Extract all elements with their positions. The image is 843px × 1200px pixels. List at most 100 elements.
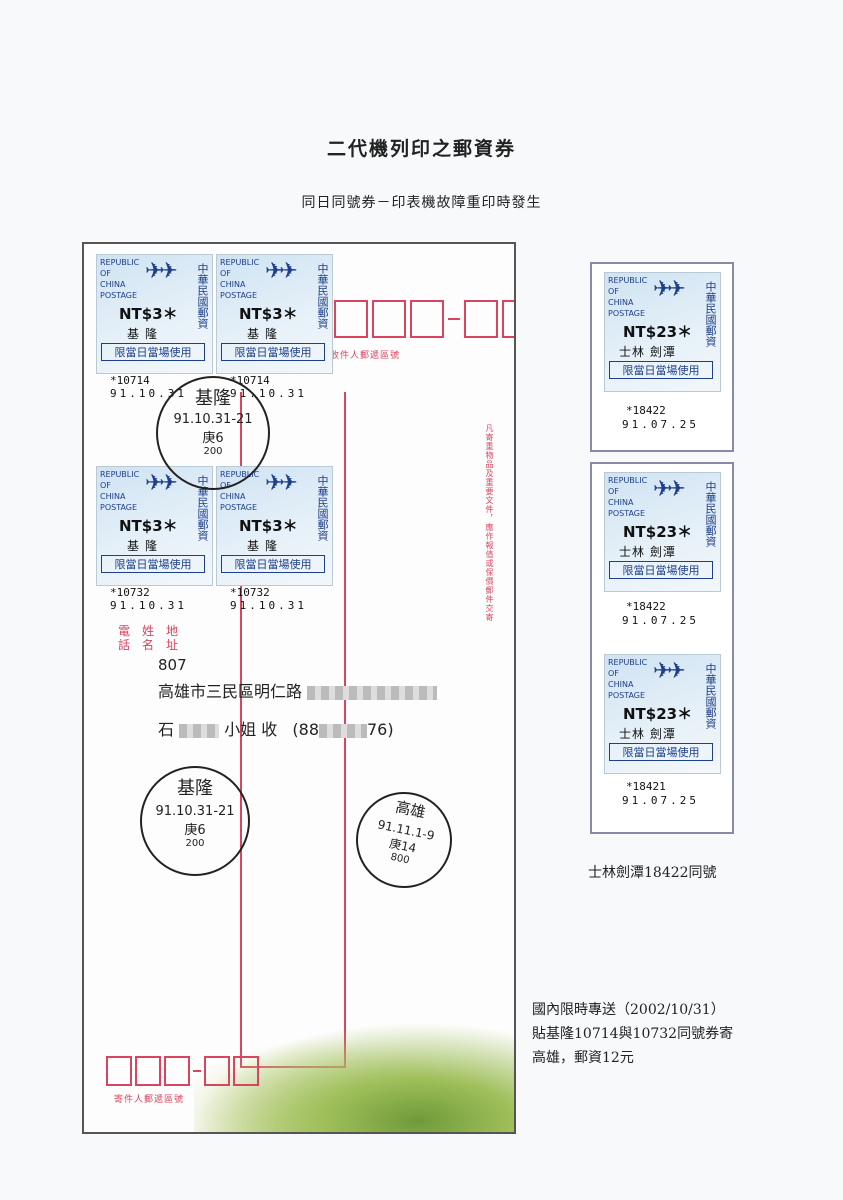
recipient-zip-caption: 寫收件人郵遞區號 <box>320 351 401 361</box>
stamp-chinese-name: 中華民國郵資 <box>316 263 329 329</box>
stamp-place: 士林 劍潭 <box>619 345 676 359</box>
birds-icon: ✈✈ <box>145 471 178 496</box>
stamp-date: 91.10.31 <box>110 599 187 612</box>
stamp-chinese-name: 中華民國郵資 <box>704 481 717 547</box>
stamp-chinese-name: 中華民國郵資 <box>704 281 717 347</box>
landscape-illustration <box>194 1022 514 1132</box>
stamp-date: 91.07.25 <box>622 418 699 431</box>
sender-label-row: 電 姓 地 <box>118 624 179 638</box>
stamp-place: 士林 劍潭 <box>619 545 676 559</box>
stamp-serial: *18421 <box>626 780 666 793</box>
postmark-city: 基隆 <box>195 388 231 409</box>
zip-box <box>106 1056 132 1086</box>
stamp-value: NT$23＊ <box>623 523 693 541</box>
stamp-use-label: 限當日當場使用 <box>101 555 205 573</box>
stamp-value: NT$3＊ <box>239 305 298 323</box>
stamp-value: NT$3＊ <box>119 517 178 535</box>
zip-dash <box>448 318 460 320</box>
postmark-keelung-1: 基隆 91.10.31-21 庚6 200 <box>156 376 270 490</box>
note-line: 高雄，郵資12元 <box>532 1050 634 1066</box>
postmark-date: 91.10.31-21 <box>155 804 235 819</box>
stamp-value: NT$23＊ <box>623 323 693 341</box>
recipient-street: 高雄市三民區明仁路 <box>158 678 438 702</box>
address-frame-left <box>240 392 242 1068</box>
zip-box <box>334 300 368 338</box>
zip-box <box>164 1056 190 1086</box>
zip-box <box>204 1056 230 1086</box>
postmark-code: 200 <box>203 446 223 457</box>
recipient-zip-boxes <box>334 300 514 338</box>
stamp-chinese-name: 中華民國郵資 <box>704 663 717 729</box>
envelope-cover: 寫收件人郵遞區號 凡寄重物品及重要文件，應作報值或保價郵件交寄 電 姓 地 話 … <box>82 242 516 1134</box>
stamp-place: 基隆 <box>127 539 164 553</box>
stamp-serial: *10732 <box>110 586 150 599</box>
page-subtitle: 同日同號券－印表機故障重印時發生 <box>301 195 542 211</box>
birds-icon: ✈✈ <box>145 259 178 284</box>
stamp-value: NT$3＊ <box>119 305 178 323</box>
stamp-chinese-name: 中華民國郵資 <box>196 475 209 541</box>
stamp-use-label: 限當日當場使用 <box>221 343 325 361</box>
postmark-kaohsiung: 高雄 91.11.1-9 庚14 800 <box>347 783 461 897</box>
stamp-use-label: 限當日當場使用 <box>221 555 325 573</box>
stamp-date: 91.10.31 <box>110 387 187 400</box>
stamp-serial: *18422 <box>626 600 666 613</box>
envelope-notice: 凡寄重物品及重要文件，應作報值或保價郵件交寄 <box>485 424 494 622</box>
right-caption: 士林劍潭18422同號 <box>588 865 717 881</box>
postmark-code: 200 <box>185 838 205 849</box>
stamp-serial: *10732 <box>230 586 270 599</box>
postmark-city: 基隆 <box>177 778 213 799</box>
stamp-value: NT$23＊ <box>623 705 693 723</box>
stamp-use-label: 限當日當場使用 <box>101 343 205 361</box>
birds-icon: ✈✈ <box>653 659 686 684</box>
sender-labels: 電 姓 地 話 名 址 <box>118 624 178 652</box>
page-title: 二代機列印之郵資券 <box>326 138 516 160</box>
sender-label-row: 話 名 址 <box>118 638 179 652</box>
stamp-chinese-name: 中華民國郵資 <box>316 475 329 541</box>
street-text: 高雄市三民區明仁路 <box>158 682 303 701</box>
note-line: 國內限時專送（2002/10/31） <box>532 1002 725 1018</box>
stamp-place: 基隆 <box>247 539 284 553</box>
zip-box <box>233 1056 259 1086</box>
stamp-use-label: 限當日當場使用 <box>609 361 713 379</box>
sender-zip-caption: 寄件人郵遞區號 <box>114 1095 185 1105</box>
recipient-zip: 807 <box>158 656 187 674</box>
postmark-mid: 庚6 <box>184 823 206 838</box>
birds-icon: ✈✈ <box>653 477 686 502</box>
stamp-date: 91.10.31 <box>230 599 307 612</box>
stamp-serial: *10714 <box>110 374 150 387</box>
birds-icon: ✈✈ <box>265 471 298 496</box>
cover-notes: 國內限時專送（2002/10/31） 貼基隆10714與10732同號券寄 高雄… <box>532 998 733 1070</box>
birds-icon: ✈✈ <box>653 277 686 302</box>
redacted-block <box>319 723 367 738</box>
stamp-place: 基隆 <box>247 327 284 341</box>
stamp-use-label: 限當日當場使用 <box>609 561 713 579</box>
stamp-place: 基隆 <box>127 327 164 341</box>
stamp-place: 士林 劍潭 <box>619 727 676 741</box>
stamp-date: 91.07.25 <box>622 614 699 627</box>
note-line: 貼基隆10714與10732同號券寄 <box>532 1026 734 1042</box>
zip-box <box>410 300 444 338</box>
zip-box <box>372 300 406 338</box>
zip-box <box>135 1056 161 1086</box>
stamp-chinese-name: 中華民國郵資 <box>196 263 209 329</box>
stamp-value: NT$3＊ <box>239 517 298 535</box>
birds-icon: ✈✈ <box>265 259 298 284</box>
stamp-date: 91.07.25 <box>622 794 699 807</box>
name-suffix: 小姐 收 <box>224 720 278 739</box>
stamp-use-label: 限當日當場使用 <box>609 743 713 761</box>
redacted-block <box>307 685 438 700</box>
zip-box <box>502 300 514 338</box>
postmark-keelung-2: 基隆 91.10.31-21 庚6 200 <box>140 766 250 876</box>
zip-box <box>464 300 498 338</box>
